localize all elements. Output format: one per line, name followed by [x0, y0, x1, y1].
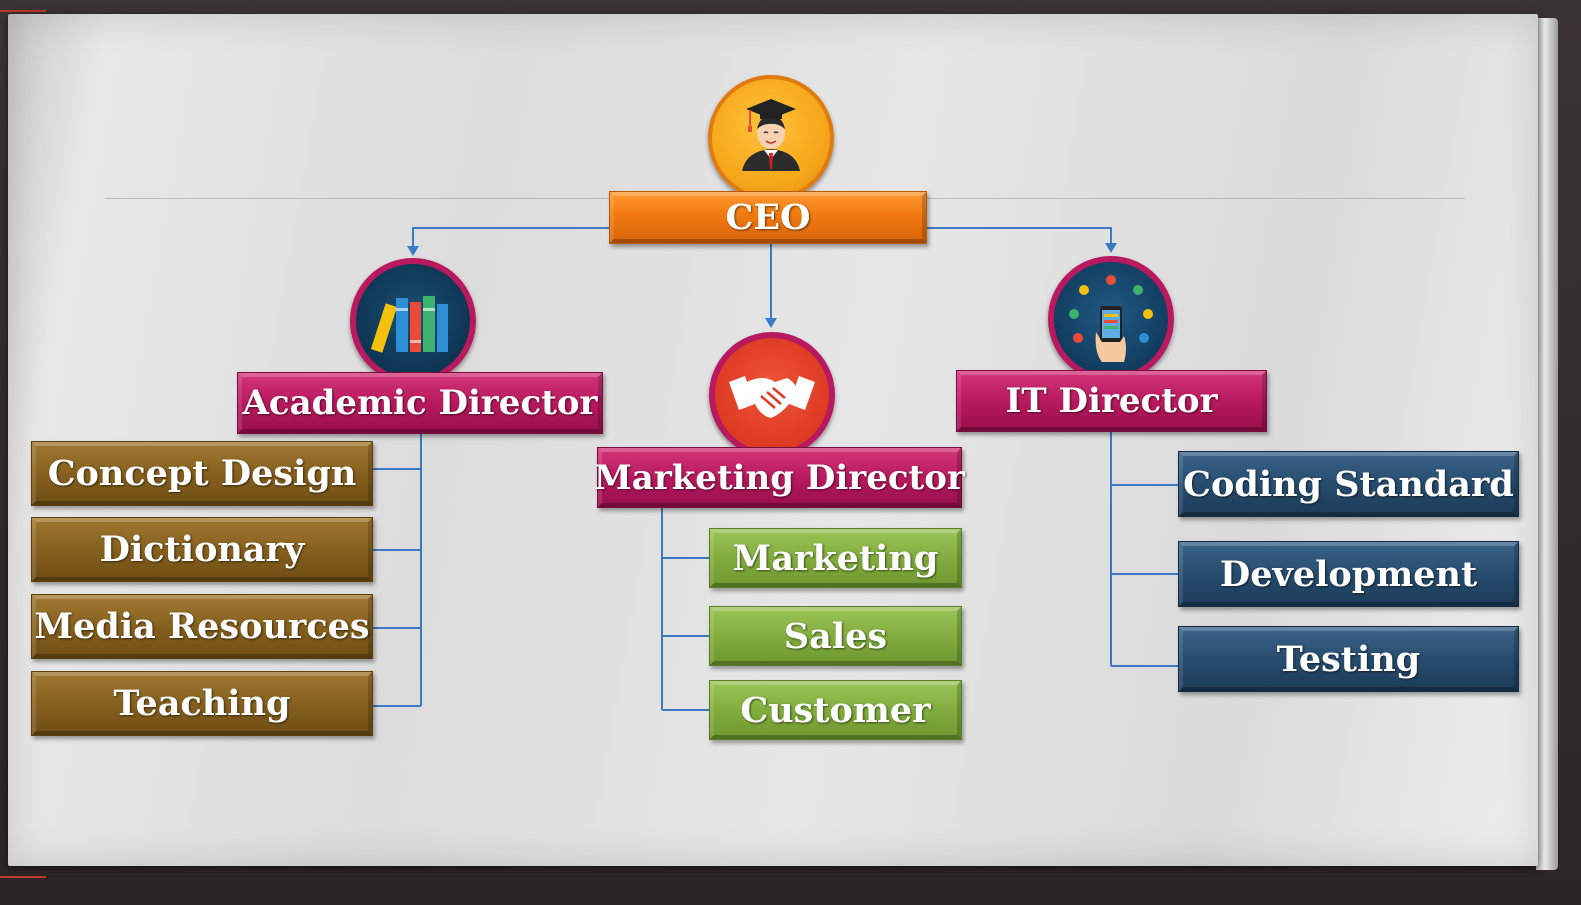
it-child-1: Coding Standard [1178, 451, 1519, 517]
it-child-2: Development [1178, 541, 1519, 607]
ceo-avatar [708, 75, 834, 201]
ceo-box: CEO [609, 191, 927, 244]
teaching-label: Teaching [113, 683, 291, 724]
books-icon [370, 296, 448, 353]
marketing-child-3: Customer [709, 680, 962, 740]
ceo-label: CEO [725, 197, 811, 238]
sales-label: Sales [783, 615, 888, 657]
marketing-label: Marketing [732, 537, 939, 579]
concept-design-label: Concept Design [47, 453, 357, 494]
testing-label: Testing [1276, 638, 1421, 680]
marketing-director-box: Marketing Director [594, 447, 965, 508]
academic-director-label: Academic Director [242, 383, 598, 423]
academic-child-1: Concept Design [31, 441, 373, 506]
coding-standard-label: Coding Standard [1183, 463, 1514, 505]
marketing-avatar [709, 332, 835, 458]
academic-child-4: Teaching [31, 671, 373, 736]
stitch-bottom [0, 876, 46, 878]
smartphone-apps-icon [1069, 275, 1153, 362]
marketing-child-2: Sales [709, 606, 962, 666]
arrowhead-academic [407, 246, 419, 256]
arrowhead-it [1105, 243, 1117, 253]
it-avatar [1048, 256, 1174, 382]
academic-child-2: Dictionary [31, 517, 373, 582]
connector-ceo-academic [412, 227, 610, 248]
academic-avatar [350, 258, 476, 384]
page-edge [1536, 18, 1558, 870]
graduate-icon [742, 99, 800, 171]
it-director-box: IT Director [956, 370, 1267, 432]
academic-director-box: Academic Director [237, 372, 603, 434]
marketing-child-1: Marketing [709, 528, 962, 588]
arrowhead-marketing [765, 318, 777, 328]
it-child-3: Testing [1178, 626, 1519, 692]
media-resources-label: Media Resources [34, 606, 370, 647]
connector-ceo-it [927, 227, 1112, 245]
handshake-icon [729, 376, 815, 418]
it-director-label: IT Director [1005, 381, 1218, 421]
customer-label: Customer [740, 689, 931, 731]
dictionary-label: Dictionary [99, 529, 305, 570]
development-label: Development [1219, 553, 1478, 595]
marketing-director-label: Marketing Director [594, 457, 965, 498]
stitch-top [0, 10, 46, 12]
academic-child-3: Media Resources [31, 594, 373, 659]
